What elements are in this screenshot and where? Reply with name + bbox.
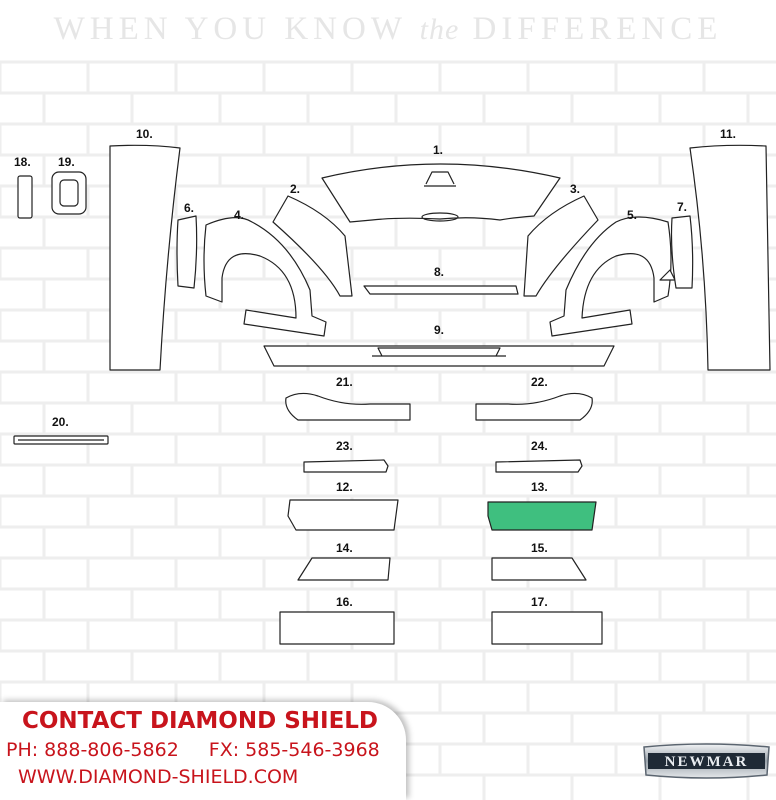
label-part-1: 1. — [433, 143, 444, 157]
part-19-inner-cutout — [59, 179, 79, 207]
contact-website[interactable]: WWW.DIAMOND-SHIELD.COM — [18, 766, 299, 788]
part-7[interactable] — [670, 215, 694, 289]
part-1-mirror-cutout — [421, 212, 459, 222]
label-part-21: 21. — [336, 375, 353, 389]
label-part-19: 19. — [58, 155, 75, 169]
part-10[interactable] — [109, 144, 181, 371]
label-part-11: 11. — [720, 127, 737, 141]
label-part-16: 16. — [336, 595, 353, 609]
label-part-9: 9. — [434, 323, 445, 337]
contact-phone-line: PH: 888-806-5862 FX: 585-546-3968 — [6, 739, 406, 761]
label-part-7: 7. — [677, 200, 688, 214]
part-12[interactable] — [287, 499, 399, 531]
tagline-post: DIFFERENCE — [459, 11, 723, 47]
part-15[interactable] — [491, 557, 587, 581]
part-16[interactable] — [279, 611, 395, 645]
label-part-10: 10. — [136, 127, 153, 141]
newmar-logo: NEWMAR — [643, 743, 770, 779]
contact-phone[interactable]: PH: 888-806-5862 — [6, 739, 179, 761]
part-21[interactable] — [285, 392, 411, 421]
part-11[interactable] — [689, 144, 771, 371]
label-part-14: 14. — [336, 541, 353, 555]
label-part-12: 12. — [336, 480, 353, 494]
label-part-5: 5. — [627, 208, 638, 222]
part-3[interactable] — [523, 195, 599, 297]
label-part-18: 18. — [14, 155, 31, 169]
label-part-20: 20. — [52, 415, 69, 429]
contact-heading: CONTACT DIAMOND SHIELD — [22, 708, 379, 734]
part-5-emblem-cutout — [659, 269, 676, 281]
label-part-23: 23. — [336, 439, 353, 453]
label-part-4: 4. — [234, 208, 245, 222]
label-part-17: 17. — [531, 595, 548, 609]
tagline-italic: the — [419, 13, 460, 46]
label-part-15: 15. — [531, 541, 548, 555]
part-23[interactable] — [303, 459, 389, 473]
part-6[interactable] — [176, 215, 198, 289]
part-22[interactable] — [475, 392, 593, 421]
part-24[interactable] — [495, 459, 583, 473]
part-2[interactable] — [272, 195, 353, 297]
part-1-windshield[interactable] — [321, 163, 561, 223]
part-18[interactable] — [17, 175, 33, 219]
part-5[interactable] — [549, 216, 672, 337]
part-4[interactable] — [203, 217, 327, 337]
contact-fax: FX: 585-546-3968 — [208, 739, 380, 761]
contact-panel: CONTACT DIAMOND SHIELD PH: 888-806-5862 F… — [0, 702, 406, 800]
label-part-6: 6. — [184, 201, 195, 215]
tagline-banner: WHEN YOU KNOW the DIFFERENCE — [0, 0, 776, 60]
label-part-8: 8. — [434, 265, 445, 279]
part-17[interactable] — [491, 611, 603, 645]
newmar-logo-band — [648, 753, 765, 769]
tagline-pre: WHEN YOU KNOW — [53, 11, 420, 47]
label-part-3: 3. — [570, 182, 581, 196]
part-8[interactable] — [363, 285, 519, 295]
part-9-grille-cutout — [372, 347, 506, 357]
newmar-logo-text: NEWMAR — [665, 754, 749, 770]
part-13-highlighted[interactable] — [487, 501, 597, 531]
part-14[interactable] — [297, 557, 391, 581]
label-part-13: 13. — [531, 480, 548, 494]
part-1-sensor-cutout — [424, 171, 456, 187]
label-part-2: 2. — [290, 182, 301, 196]
label-part-24: 24. — [531, 439, 548, 453]
label-part-22: 22. — [531, 375, 548, 389]
